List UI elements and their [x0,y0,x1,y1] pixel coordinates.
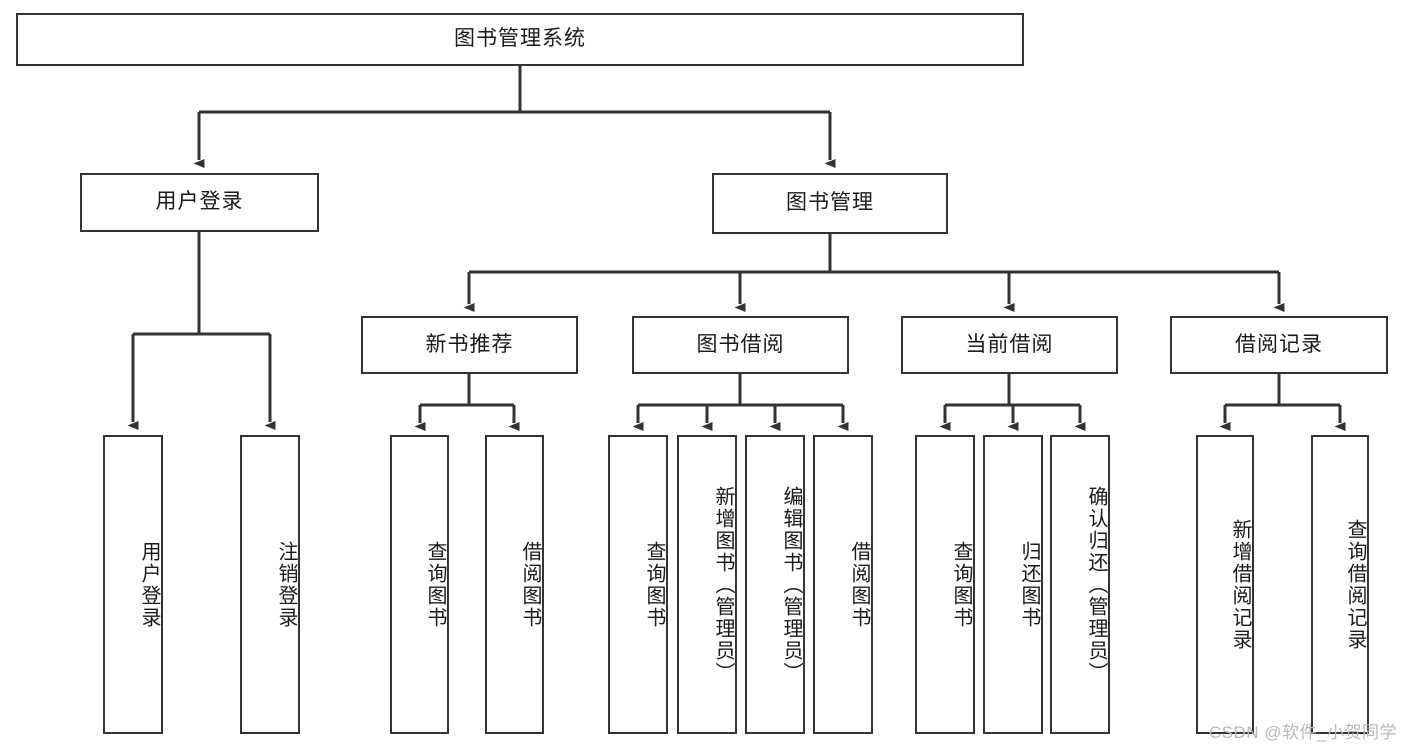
node-label: 用户登录 [155,190,244,214]
node-label: 图书管理 [786,191,874,215]
node-leaf-query-book-1[interactable]: 查询图书 [390,435,449,734]
edge-book-borrow-to-leaves [632,374,849,431]
node-leaf-user-logout[interactable]: 注销登录 [240,435,300,734]
node-label: 编辑图书（管理员） [780,485,802,684]
node-label: 借阅记录 [1235,332,1323,356]
node-user-login[interactable]: 用户登录 [80,173,319,232]
node-label: 借阅图书 [848,540,870,629]
node-label: 图书管理系统 [454,27,586,51]
node-leaf-add-borrow-record[interactable]: 新增借阅记录 [1196,435,1254,734]
node-leaf-borrow-book-1[interactable]: 借阅图书 [485,435,544,734]
csdn-watermark: CSDN @软件_小贺同学 [1208,723,1397,742]
node-label: 查询图书 [643,540,665,629]
edge-book-management-to-level3 [463,234,1285,312]
node-label: 查询图书 [424,540,446,629]
node-leaf-user-login[interactable]: 用户登录 [103,435,163,734]
node-label: 归还图书 [1018,540,1040,629]
node-current-borrow[interactable]: 当前借阅 [901,316,1118,374]
node-leaf-query-book-3[interactable]: 查询图书 [915,435,975,734]
node-leaf-query-borrow-record[interactable]: 查询借阅记录 [1311,435,1369,734]
node-book-management-system[interactable]: 图书管理系统 [16,13,1024,66]
node-leaf-return-book[interactable]: 归还图书 [983,435,1043,734]
node-leaf-edit-book-admin[interactable]: 编辑图书（管理员） [745,435,805,734]
node-label: 新书推荐 [425,332,514,356]
node-label: 新增图书（管理员） [712,485,734,684]
edge-root-to-level2 [193,66,836,168]
node-borrow-record[interactable]: 借阅记录 [1170,316,1388,374]
node-label: 注销登录 [275,540,297,629]
node-label: 确认归还（管理员） [1085,485,1107,684]
edge-user-login-to-leaves [127,232,276,430]
node-new-book-recommend[interactable]: 新书推荐 [361,316,578,374]
node-leaf-borrow-book-2[interactable]: 借阅图书 [813,435,873,734]
node-label: 查询借阅记录 [1344,518,1366,651]
node-leaf-confirm-return-admin[interactable]: 确认归还（管理员） [1050,435,1110,734]
edge-borrow-record-to-leaves [1219,374,1346,431]
node-leaf-query-book-2[interactable]: 查询图书 [608,435,668,734]
node-book-management[interactable]: 图书管理 [712,173,948,234]
node-book-borrow[interactable]: 图书借阅 [632,316,849,374]
node-label: 借阅图书 [519,540,541,629]
node-label: 查询图书 [950,540,972,629]
node-label: 用户登录 [138,540,160,629]
node-leaf-add-book-admin[interactable]: 新增图书（管理员） [677,435,737,734]
node-label: 新增借阅记录 [1229,518,1251,651]
node-label: 当前借阅 [965,332,1054,356]
edge-new-book-recommend-to-leaves [414,374,520,431]
node-label: 图书借阅 [696,332,785,356]
edge-current-borrow-to-leaves [939,374,1086,431]
